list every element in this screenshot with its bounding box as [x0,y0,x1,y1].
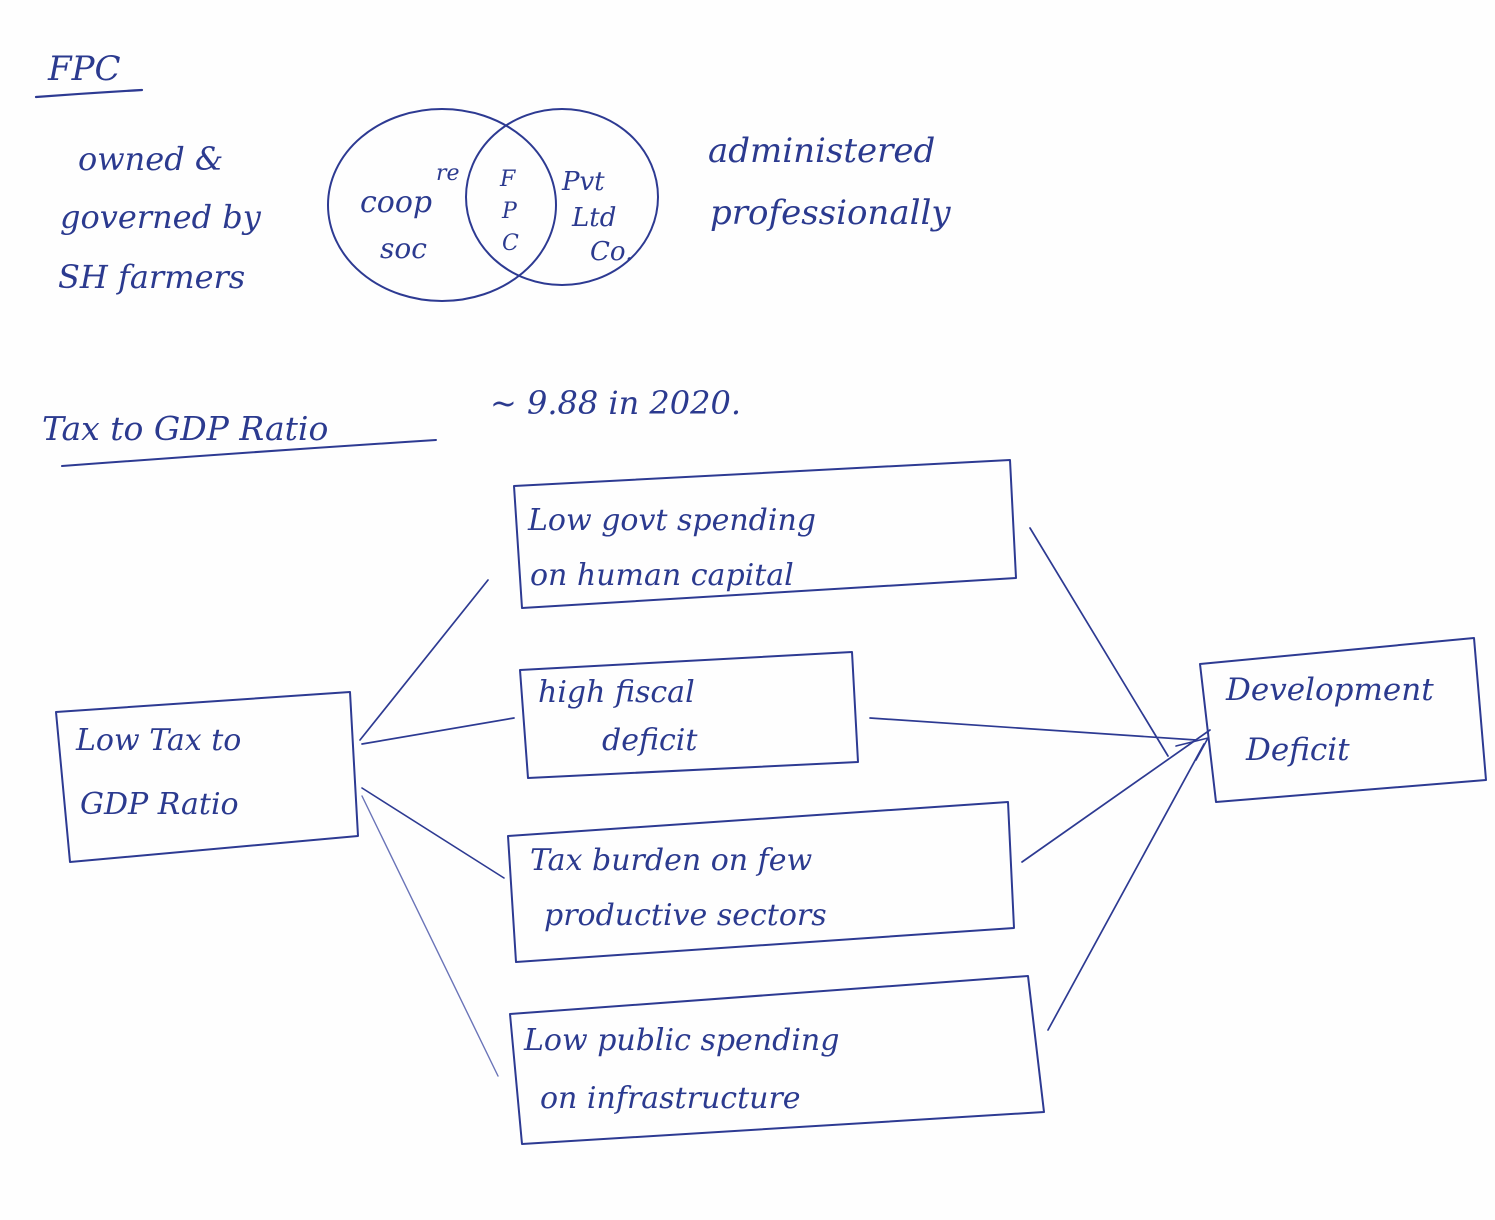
middle-3-line-2: productive sectors [544,898,827,933]
middle-2-line-1: high fiscal [538,675,695,710]
connector-box-3-to-target [1021,729,1211,863]
tax-gdp-heading-underline [61,439,437,467]
connector-source-to-box-4 [361,795,499,1077]
venn-circle-pvt-ltd [465,108,659,286]
connector-box-2-to-target [869,717,1197,741]
venn-fpc-letter-p: P [501,199,518,224]
middle-4-line-1: Low public spending [523,1023,839,1058]
connector-box-4-to-target [1047,743,1205,1031]
left-note-line-3: SH farmers [58,258,245,296]
venn-fpc-letter-f: F [499,167,516,192]
middle-box-3-text: Tax burden on few productive sectors [530,843,827,933]
target-line-1: Development [1225,672,1434,708]
middle-box-4-text: Low public spending on infrastructure [523,1023,849,1116]
tax-gdp-value-note: ~ 9.88 in 2020. [490,384,741,422]
fpc-title-underline [34,88,144,99]
target-line-2: Deficit [1245,732,1350,768]
left-note-line-1: owned & [78,140,223,178]
source-box-text: Low Tax to GDP Ratio [75,723,251,822]
fpc-right-note: administered professionally [708,131,951,233]
middle-box-1-text: Low govt spending on human capital [527,503,826,593]
source-line-2: GDP Ratio [80,787,239,822]
middle-box-2-outline [519,651,859,779]
connector-source-to-box-2 [361,717,515,745]
left-note-line-2: governed by [60,198,262,236]
venn-circle-cooperative [327,108,557,302]
middle-box-1-outline [513,459,1017,609]
venn-ltd-label: Ltd [571,203,616,233]
middle-3-line-1: Tax burden on few [530,843,812,878]
fpc-title: FPC [47,49,120,89]
source-box-outline [55,691,359,863]
middle-1-line-1: Low govt spending [527,503,816,538]
connector-box-1-to-target [1029,527,1169,757]
venn-soc-label: soc [380,232,427,265]
connector-source-to-box-1 [359,579,489,741]
venn-coop-superscript: re [436,161,460,186]
venn-co-label: Co. [590,237,633,267]
source-line-1: Low Tax to [75,723,241,758]
target-arrowhead [1175,737,1209,761]
connector-source-to-box-3 [361,787,505,879]
middle-box-4-outline [509,975,1045,1145]
right-note-line-1: administered [708,131,935,171]
venn-fpc-letter-c: C [502,231,519,256]
venn-coop-label: coop [360,185,432,220]
target-box-outline [1199,637,1487,803]
fpc-left-note: owned & governed by SH farmers [58,140,271,296]
venn-pvt-label: Pvt [561,167,605,197]
middle-box-3-outline [507,801,1015,963]
tax-gdp-heading: Tax to GDP Ratio [42,409,328,448]
target-box-text: Development Deficit [1225,672,1444,768]
right-note-line-2: professionally [710,193,951,233]
middle-box-2-text: high fiscal deficit [538,675,704,758]
middle-1-line-2: on human capital [530,558,794,593]
middle-4-line-2: on infrastructure [540,1081,801,1116]
middle-2-line-2: deficit [602,723,698,758]
